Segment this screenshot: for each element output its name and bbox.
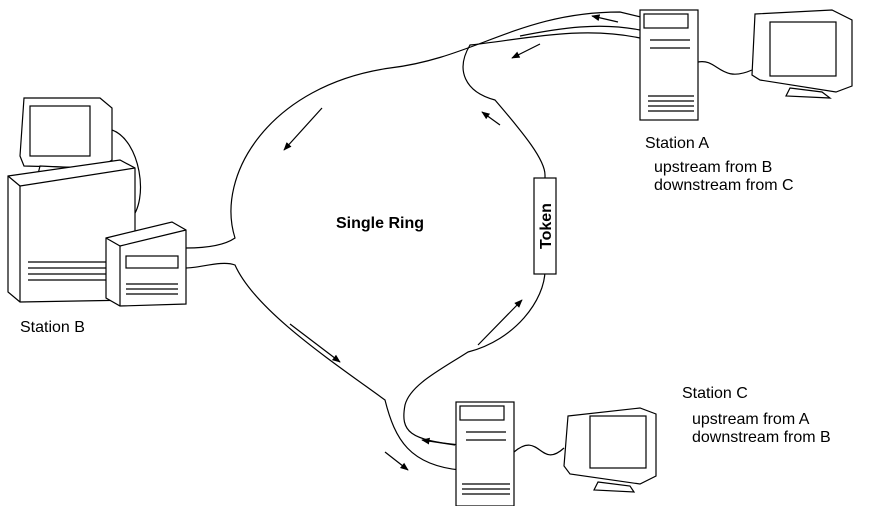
computer-tower-icon [105, 221, 187, 307]
station-a-cable-inner [519, 25, 641, 37]
computer-tower-icon [7, 159, 136, 303]
arrow-icon [477, 299, 523, 346]
computer-tower-icon [455, 401, 515, 506]
monitor-icon [513, 407, 657, 493]
monitor-icon [19, 97, 142, 221]
station-c-downstream: downstream from B [692, 429, 831, 446]
arrow-icon [481, 111, 501, 126]
arrow-icon [591, 14, 619, 23]
station-b [7, 97, 187, 307]
ring-inner-line [403, 32, 641, 446]
station-c [455, 401, 657, 506]
station-a [639, 9, 853, 121]
token-box: Token [533, 177, 557, 275]
ring-cable [185, 11, 646, 471]
station-a-downstream: downstream from C [654, 177, 794, 194]
station-a-upstream: upstream from B [654, 159, 773, 176]
ring-label: Single Ring [336, 215, 424, 232]
station-c-upstream: upstream from A [692, 411, 810, 428]
monitor-icon [697, 9, 853, 99]
ring-outer-line-lower [185, 262, 461, 471]
arrow-icon [511, 43, 541, 59]
ring-arrows [283, 14, 619, 471]
arrow-icon [283, 107, 323, 151]
arrow-icon [384, 451, 409, 471]
ring-outer-line [185, 11, 646, 249]
station-c-name: Station C [682, 385, 748, 402]
station-b-name: Station B [20, 319, 85, 336]
token-label: Token [538, 203, 555, 249]
computer-tower-icon [639, 9, 699, 121]
station-a-name: Station A [645, 135, 710, 152]
arrow-icon [421, 437, 456, 446]
arrow-icon [289, 323, 341, 363]
